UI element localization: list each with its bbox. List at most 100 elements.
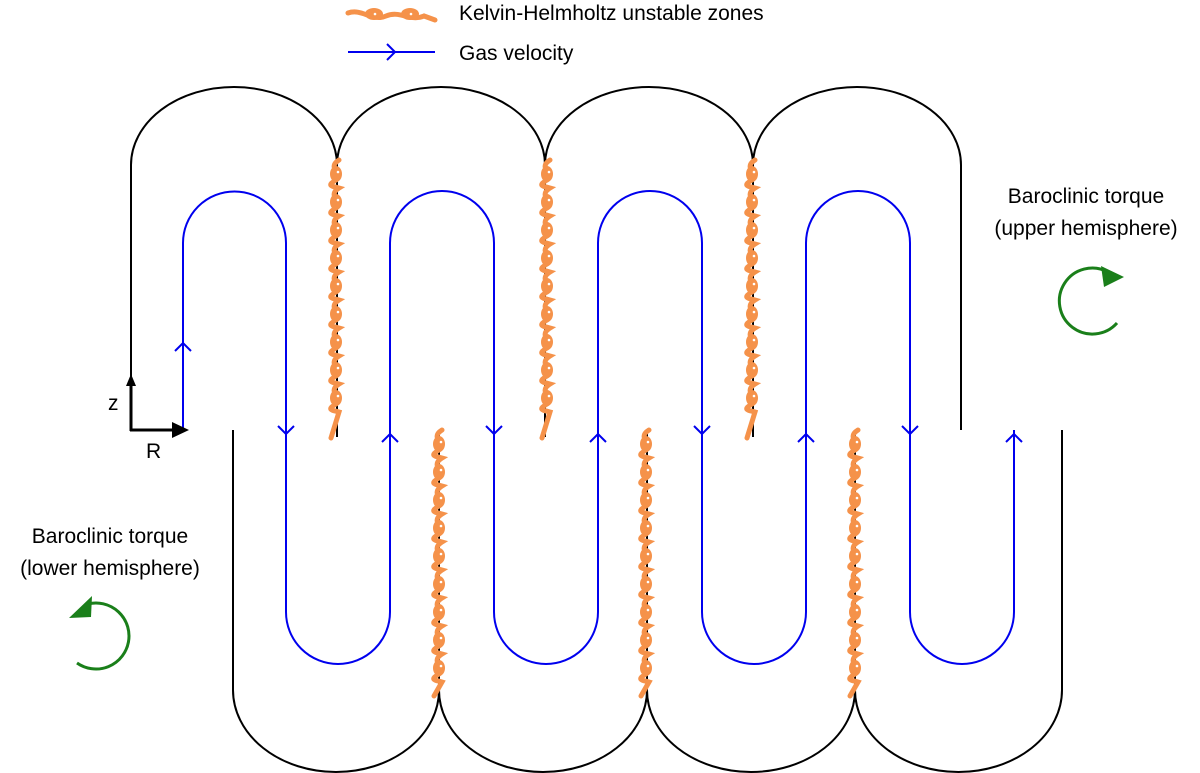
kh-vortex: [433, 548, 445, 564]
kh-vortex-highlight: [439, 580, 443, 584]
legend-kh-label: Kelvin-Helmholtz unstable zones: [459, 2, 764, 25]
kh-vortex: [330, 166, 342, 182]
kh-vortex: [330, 390, 342, 406]
kh-vortex-highlight: [855, 552, 859, 556]
torque-lower: Baroclinic torque (lower hemisphere): [20, 525, 200, 671]
lower-boundary-outline: [232, 430, 1063, 773]
kh-vortex: [541, 306, 553, 322]
r-label: R: [146, 440, 161, 463]
kh-vortex: [330, 194, 342, 210]
kh-vortex: [849, 604, 861, 620]
kh-vortex-highlight: [336, 226, 340, 230]
kh-vortex: [849, 520, 861, 536]
kh-vortex-highlight: [646, 524, 650, 528]
kh-vortex: [541, 334, 553, 350]
kh-vortex-highlight: [752, 366, 756, 370]
kh-vortex-highlight: [855, 440, 859, 444]
kh-vortex-highlight: [855, 636, 859, 640]
kh-vortex: [746, 250, 758, 266]
kh-vortex: [849, 548, 861, 564]
kh-vortex-highlight: [855, 608, 859, 612]
kh-vortex-highlight: [336, 394, 340, 398]
kh-vortex-highlight: [336, 254, 340, 258]
velocity-arrow-down-icon: [277, 425, 295, 436]
velocity-arrow-down-icon: [693, 425, 711, 436]
kh-vortex: [746, 334, 758, 350]
kh-vortex: [640, 492, 652, 508]
clockwise-arrowhead-icon: [1101, 266, 1124, 287]
kh-vortex: [746, 306, 758, 322]
kh-vortex-highlight: [855, 524, 859, 528]
legend: Kelvin-Helmholtz unstable zones Gas velo…: [345, 2, 764, 65]
kh-vortex-highlight: [439, 608, 443, 612]
kh-vortex-highlight: [855, 664, 859, 668]
kh-zone-lower: [431, 427, 449, 699]
kh-vortex-highlight: [855, 496, 859, 500]
kh-vortex-highlight: [646, 664, 650, 668]
kh-vortex: [541, 278, 553, 294]
velocity-arrow-down-icon: [485, 425, 503, 436]
kh-vortex-highlight: [752, 170, 756, 174]
kh-vortex: [849, 632, 861, 648]
kh-vortex-highlight: [855, 580, 859, 584]
kh-vortex-highlight: [646, 608, 650, 612]
kh-vortex-highlight: [439, 496, 443, 500]
legend-velocity-icon: [348, 43, 435, 61]
kh-vortex-highlight: [373, 12, 377, 16]
r-axis-arrowhead-icon: [172, 422, 189, 438]
kh-vortex-highlight: [336, 170, 340, 174]
kh-vortex: [849, 576, 861, 592]
kh-vortex: [330, 222, 342, 238]
kh-vortex-highlight: [336, 282, 340, 286]
kh-vortex-highlight: [547, 226, 551, 230]
counterclockwise-arrow-icon: [76, 601, 131, 671]
kh-vortex: [849, 492, 861, 508]
upper-boundary-outline: [130, 86, 962, 430]
kh-vortex: [433, 604, 445, 620]
kh-vortex-highlight: [547, 366, 551, 370]
kh-zone-upper: [539, 157, 557, 441]
axes-indicator: z R: [108, 374, 189, 463]
velocity-streamline: [174, 190, 1023, 665]
kh-vortex-highlight: [752, 310, 756, 314]
kh-zone-lower: [638, 427, 656, 699]
kh-vortex-highlight: [439, 524, 443, 528]
kh-vortex: [640, 660, 652, 676]
kh-vortex-highlight: [752, 254, 756, 258]
legend-kh-icon: [345, 8, 438, 23]
kh-vortex-highlight: [646, 552, 650, 556]
kh-vortex: [330, 278, 342, 294]
kh-vortex: [746, 390, 758, 406]
kh-vortex-highlight: [439, 552, 443, 556]
velocity-arrow-up-icon: [589, 432, 607, 443]
kh-vortex: [433, 632, 445, 648]
kh-spiral-icon: [345, 9, 438, 23]
velocity-arrow-up-icon: [1005, 432, 1023, 443]
kh-vortex: [330, 306, 342, 322]
counterclockwise-arrowhead-icon: [69, 596, 92, 618]
torque-upper-title: Baroclinic torque: [1008, 185, 1164, 208]
kh-vortex-highlight: [439, 440, 443, 444]
kh-vortex: [746, 222, 758, 238]
kh-vortex-highlight: [336, 198, 340, 202]
kh-vortex: [640, 576, 652, 592]
kh-vortex-highlight: [646, 496, 650, 500]
kh-vortex: [640, 464, 652, 480]
kh-vortex: [541, 390, 553, 406]
kh-vortex-highlight: [336, 366, 340, 370]
kh-vortex: [746, 194, 758, 210]
kh-zone-upper: [744, 157, 762, 441]
torque-upper: Baroclinic torque (upper hemisphere): [994, 185, 1178, 336]
kh-vortex-highlight: [547, 254, 551, 258]
torque-lower-subtitle: (lower hemisphere): [20, 557, 200, 580]
kh-vortex: [330, 334, 342, 350]
kh-vortex-highlight: [336, 338, 340, 342]
kh-vortex: [541, 250, 553, 266]
kh-vortex: [640, 548, 652, 564]
velocity-arrow-up-icon: [174, 341, 192, 352]
clockwise-arrow-icon: [1057, 266, 1119, 336]
torque-lower-title: Baroclinic torque: [32, 525, 188, 548]
kh-vortex-highlight: [547, 170, 551, 174]
kh-vortex: [640, 604, 652, 620]
kh-vortex-highlight: [439, 664, 443, 668]
